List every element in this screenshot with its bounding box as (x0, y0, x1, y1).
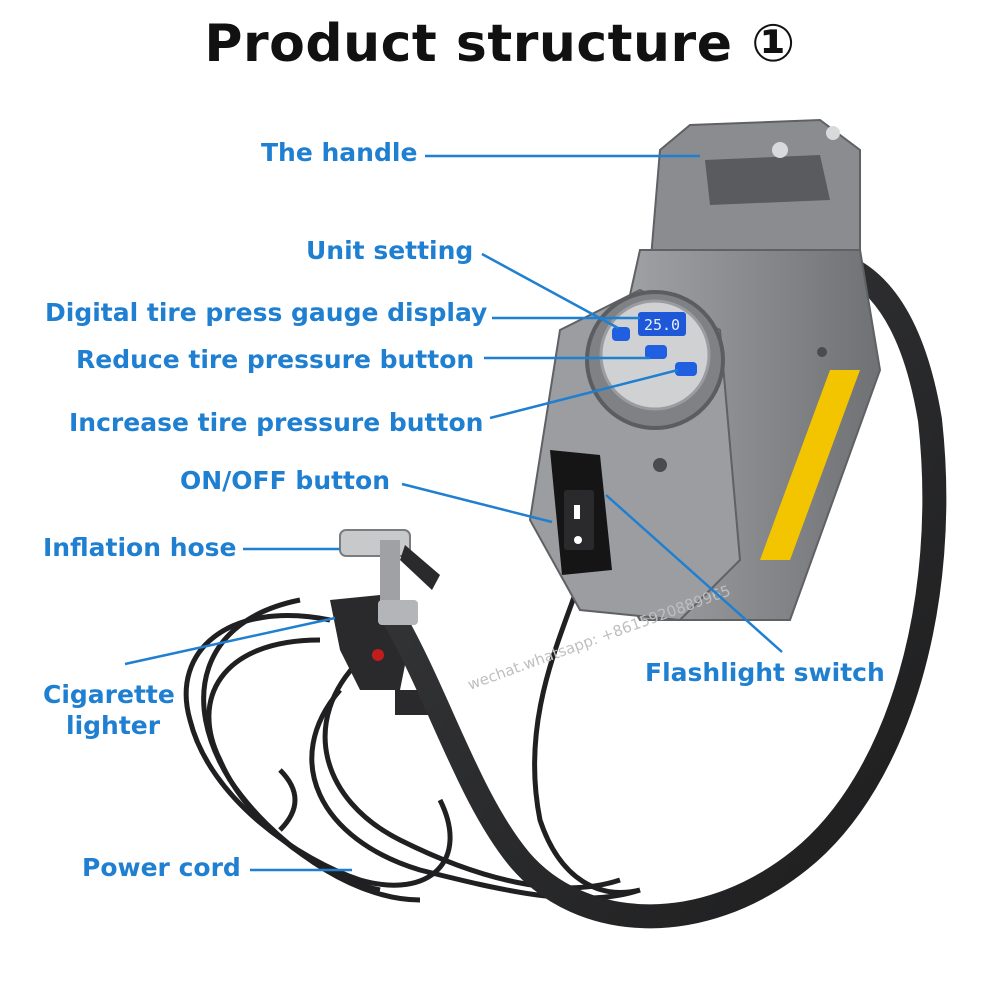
leader-flashlight-switch (605, 494, 783, 653)
label-gauge-display: Digital tire press gauge display (45, 298, 487, 327)
inflation-hose-tube (383, 246, 947, 929)
label-inflation-hose: Inflation hose (43, 533, 237, 562)
label-cigarette-line1: Cigarette (43, 680, 175, 709)
unit-setting-button[interactable] (612, 327, 630, 341)
leader-lines (124, 154, 783, 872)
leader-unit-setting (481, 252, 619, 330)
gauge-display (638, 312, 686, 336)
device-cable (532, 579, 641, 895)
onoff-switch[interactable] (564, 490, 594, 550)
label-reduce-button: Reduce tire pressure button (76, 345, 474, 374)
inflation-hose-chuck (339, 529, 440, 625)
increase-pressure-button[interactable] (675, 362, 697, 376)
label-cigarette-line2: lighter (66, 711, 161, 740)
leader-onoff-button (401, 482, 553, 524)
leader-cigarette-lighter (124, 616, 336, 666)
display-readout: 25.0 (644, 316, 680, 334)
leader-increase-button (489, 368, 679, 420)
flashlight-strip (760, 370, 860, 560)
label-increase-button: Increase tire pressure button (69, 408, 483, 437)
reduce-pressure-button[interactable] (645, 345, 667, 359)
air-compressor-body: 25.0 (528, 118, 882, 622)
page-title: Product structure ① (204, 14, 796, 74)
label-handle: The handle (261, 138, 417, 167)
label-onoff-button: ON/OFF button (180, 466, 390, 495)
label-flashlight-switch: Flashlight switch (645, 658, 885, 687)
label-power-cord: Power cord (82, 853, 241, 882)
label-unit-setting: Unit setting (306, 236, 473, 265)
